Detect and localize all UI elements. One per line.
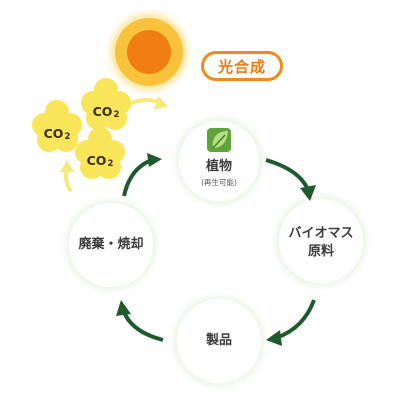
co2-bubble-1: [32, 100, 82, 152]
co2-bubble-2: [81, 78, 131, 130]
co2-bubble-3: [75, 127, 125, 179]
arrow-plant-to-biomass: [265, 158, 316, 201]
co2-absorption-arrow: [126, 96, 168, 110]
sun-icon: [103, 6, 195, 98]
arrow-product-to-disposal: [116, 300, 164, 342]
arrow-biomass-to-product: [266, 299, 316, 346]
leaf-icon: [207, 128, 231, 152]
arrow-disposal-to-plant: [122, 153, 162, 197]
co2-emission-arrow: [60, 160, 74, 192]
